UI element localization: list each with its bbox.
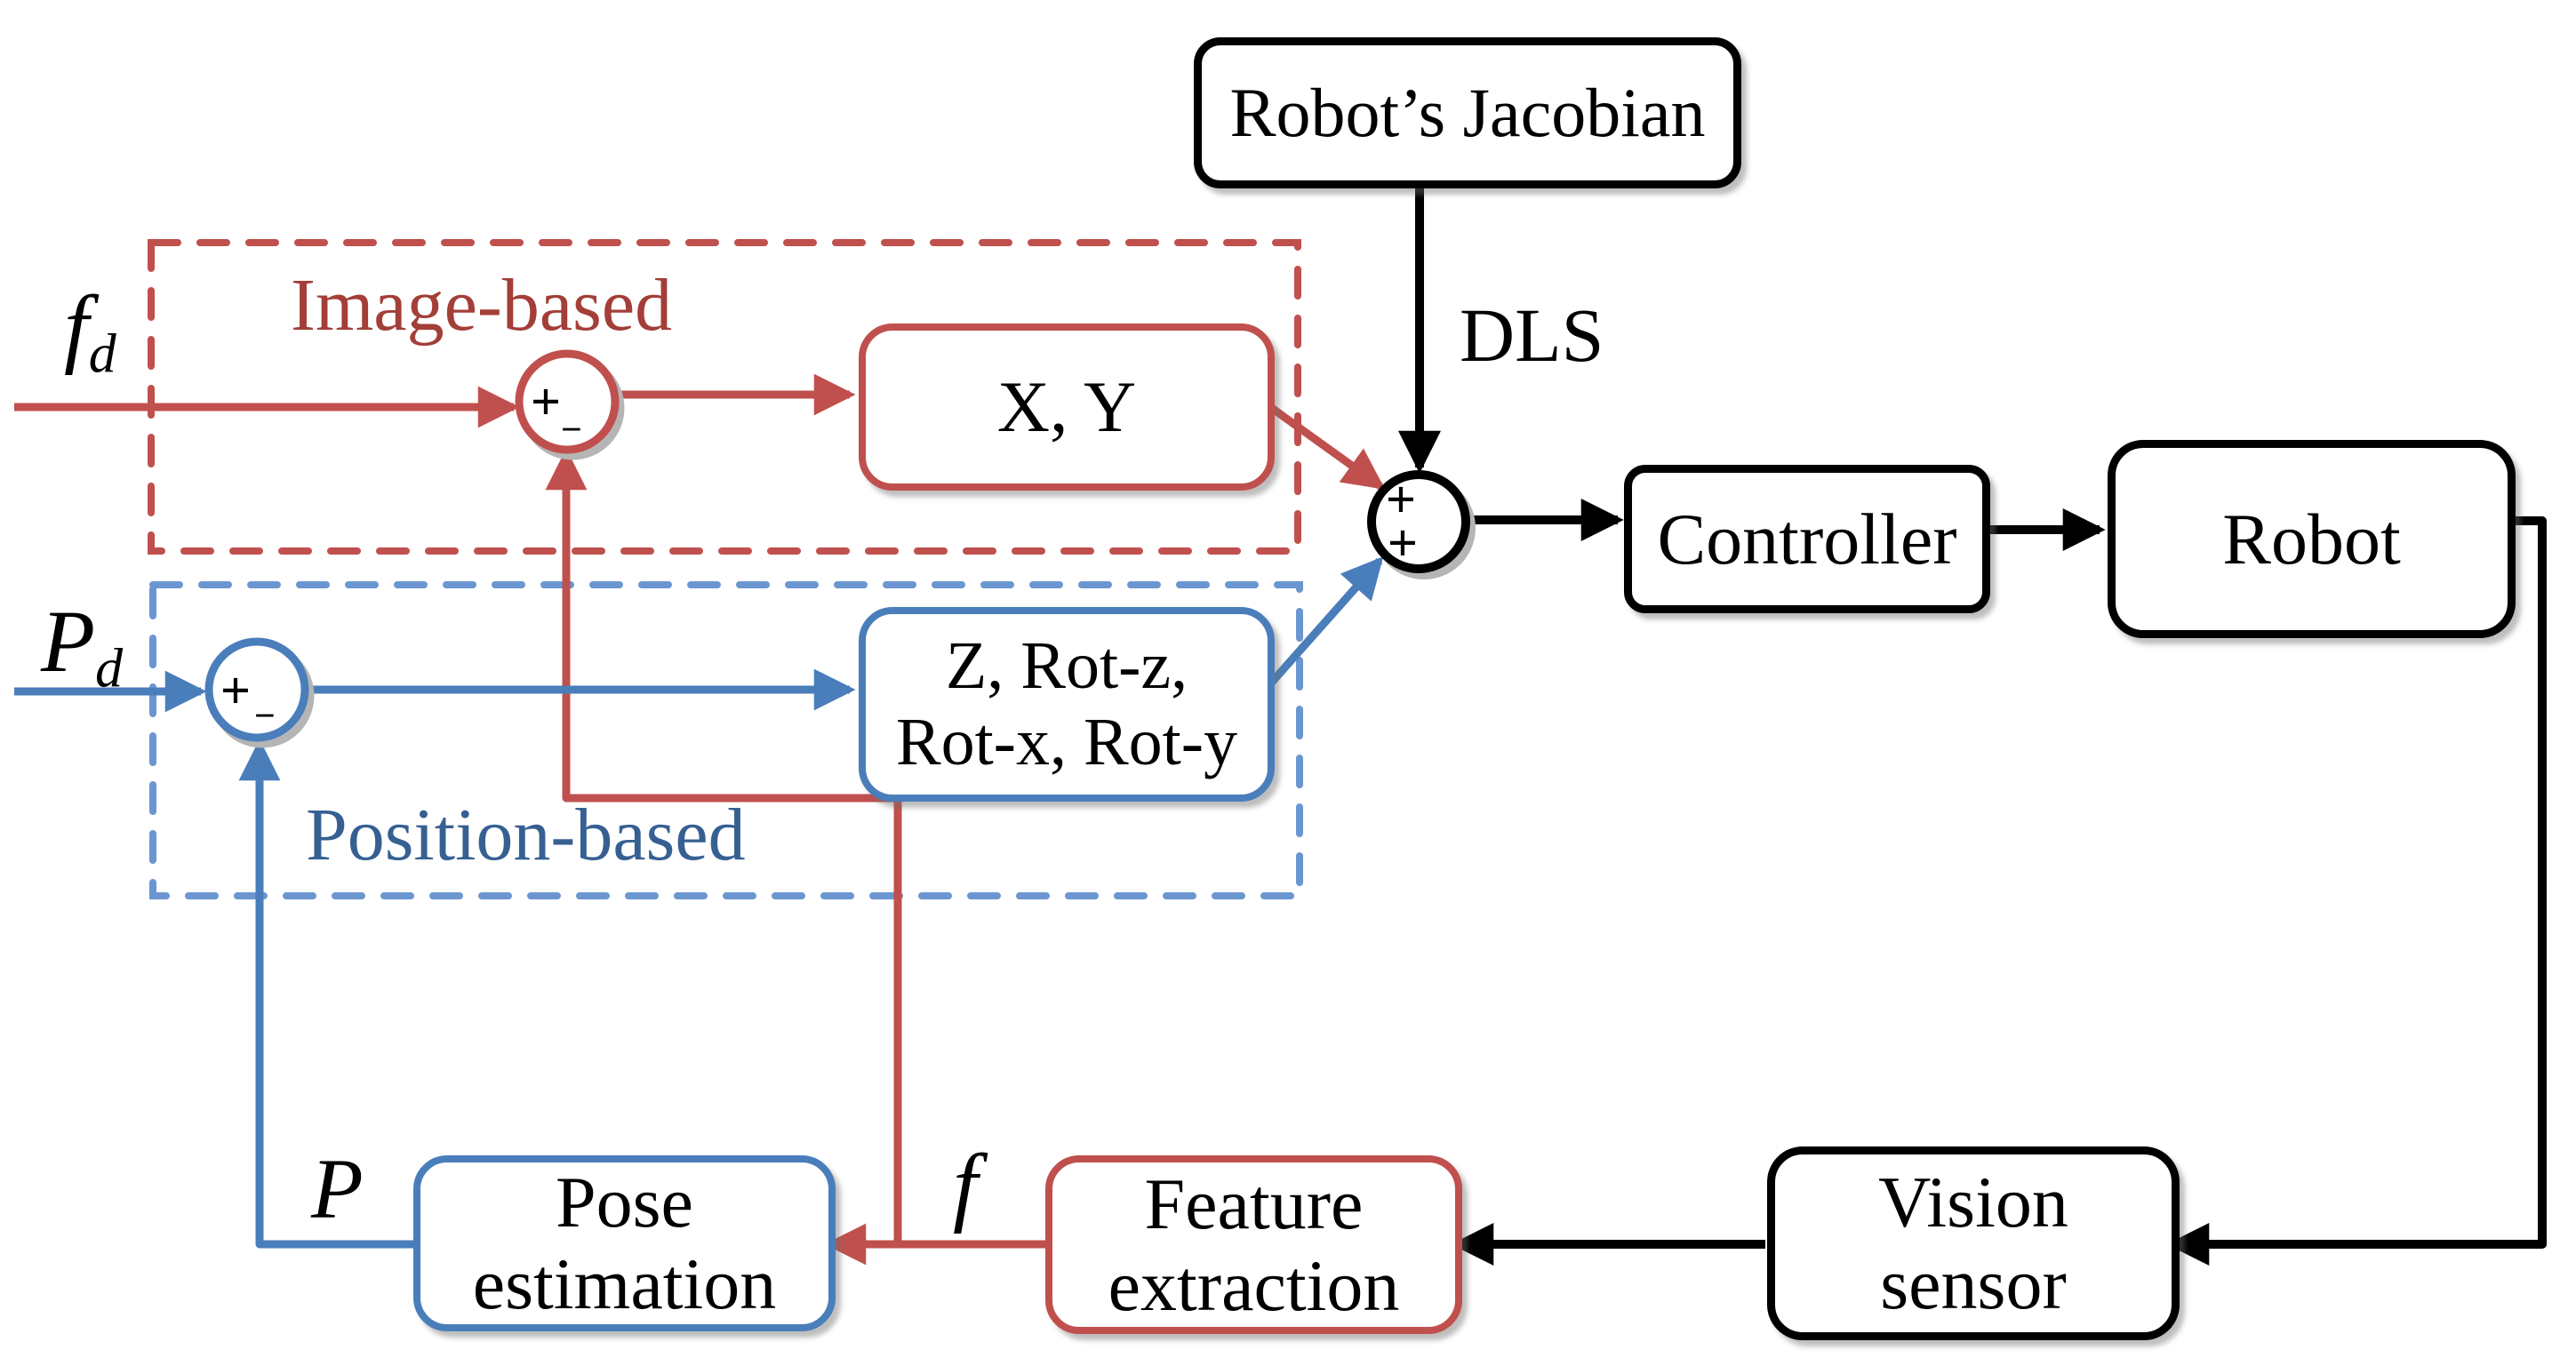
image-sum-plus: + xyxy=(530,372,562,431)
robots-jacobian-label: Robot’s Jacobian xyxy=(1229,74,1706,152)
position-sum-junction xyxy=(204,637,309,742)
position-sum-minus: − xyxy=(254,696,276,737)
xy-label: X, Y xyxy=(996,366,1137,448)
pd-base: P xyxy=(41,592,96,691)
pd-subscript: d xyxy=(95,638,124,699)
controller-label: Controller xyxy=(1657,498,1957,579)
feature-extraction-label: Feature extraction xyxy=(1108,1162,1400,1326)
position-based-region-border xyxy=(149,581,1303,899)
xy-box: X, Y xyxy=(859,324,1275,491)
robot-box: Robot xyxy=(2108,440,2516,638)
image-based-region-border xyxy=(148,239,1301,555)
image-sum-minus: − xyxy=(561,410,582,451)
pose-estimation-label: Pose estimation xyxy=(472,1162,777,1324)
pd-signal-label: Pd xyxy=(41,597,123,697)
pose-feedback-to-position-sum-arrow xyxy=(238,739,413,1249)
z-rot-label: Z, Rot-z, Rot-x, Rot-y xyxy=(895,628,1238,779)
dls-label: DLS xyxy=(1460,292,1604,378)
fd-signal-label: fd xyxy=(64,283,116,382)
xy-to-main-sum-arrow xyxy=(1258,396,1386,490)
vision-sensor-box: Vision sensor xyxy=(1767,1146,2180,1340)
z-rot-box: Z, Rot-z, Rot-x, Rot-y xyxy=(859,607,1275,802)
fd-base: f xyxy=(64,277,89,376)
feature-extraction-box: Feature extraction xyxy=(1045,1155,1462,1334)
pose-estimation-box: Pose estimation xyxy=(413,1155,836,1331)
position-based-region-title: Position-based xyxy=(306,794,746,876)
main-sum-plus-bottom: + xyxy=(1387,514,1419,572)
position-sum-plus: + xyxy=(220,661,252,720)
feature-feedback-to-image-sum-arrow xyxy=(545,448,902,1244)
zrot-to-main-sum-arrow xyxy=(1257,556,1384,698)
main-sum-junction xyxy=(1367,470,1470,573)
p-signal-label: P xyxy=(311,1141,364,1236)
robot-to-vision-feedback-arrow xyxy=(2166,516,2547,1266)
robot-label: Robot xyxy=(2222,498,2401,579)
vision-sensor-label: Vision sensor xyxy=(1878,1162,2068,1324)
controller-box: Controller xyxy=(1624,465,1990,613)
main-sum-plus-top: + xyxy=(1385,470,1417,529)
robots-jacobian-box: Robot’s Jacobian xyxy=(1194,37,1741,188)
f-signal-label: f xyxy=(953,1136,978,1234)
fd-subscript: d xyxy=(88,324,116,385)
image-sum-junction xyxy=(515,349,620,454)
image-based-region-title: Image-based xyxy=(291,264,673,347)
